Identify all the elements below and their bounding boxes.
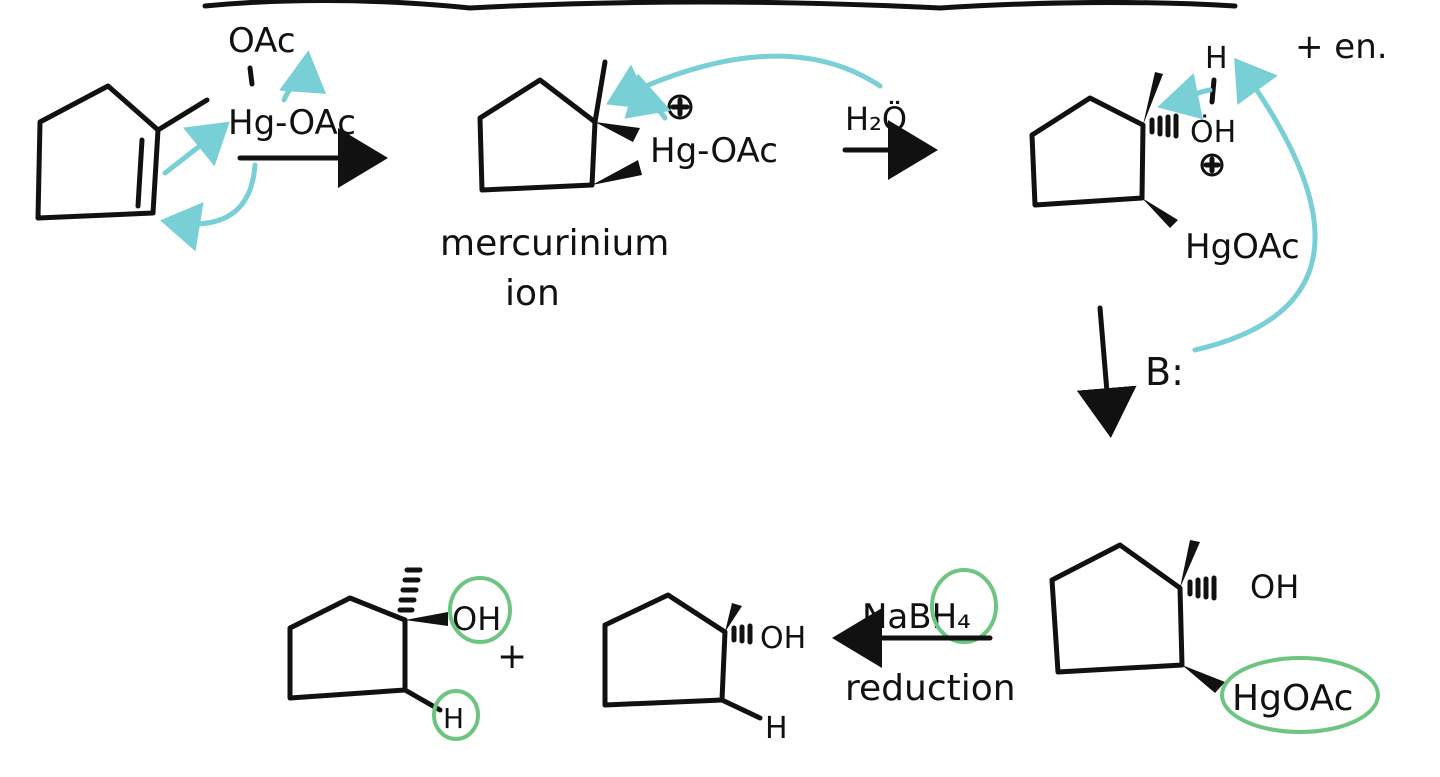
cropped-title-strokes <box>202 0 1238 11</box>
methylcyclopentene-structure <box>35 83 210 221</box>
water-reagent-label: H₂Ö <box>845 100 907 138</box>
enantiomer-structure: OH H <box>287 567 512 741</box>
h-label: H <box>765 711 788 746</box>
hg-oac-label: Hg-OAc <box>228 103 356 143</box>
hg-oac-label: Hg-OAc <box>650 131 778 171</box>
wedge-bond <box>595 122 640 142</box>
base-label: B: <box>1145 350 1184 394</box>
water-attack-arrow <box>606 53 883 110</box>
reaction-arrow-3 <box>1076 305 1137 438</box>
plus-sign: + <box>497 636 527 677</box>
highlight-circle <box>448 576 512 644</box>
mercurinium-label: mercurinium <box>440 223 669 264</box>
oh-bond-arrow <box>1157 73 1213 120</box>
hgoac-label: HgOAc <box>1185 227 1300 267</box>
oac-label: OAc <box>228 21 296 61</box>
ion-label: ion <box>505 273 560 314</box>
enantiomer-label: + en. <box>1295 27 1388 67</box>
mercurinium-structure: Hg-OAc <box>477 59 778 193</box>
oh-label: ÖH <box>1190 114 1236 150</box>
hg-oac-reagent: OAc Hg-OAc <box>228 21 356 143</box>
oh-label: OH <box>1250 568 1299 606</box>
organomercury-alcohol-structure: OH HgOAc <box>1049 540 1380 734</box>
hgoac-label: HgOAc <box>1232 678 1353 719</box>
electron-arrows-step1 <box>160 50 327 252</box>
highlight-circle <box>432 689 480 741</box>
wedge-bond <box>592 160 642 185</box>
oxonium-intermediate-structure: H ÖH HgOAc <box>1029 41 1300 267</box>
reduction-label: reduction <box>845 668 1016 709</box>
methylcyclopentanol-structure: OH H <box>602 592 806 746</box>
h-label: H <box>443 702 464 735</box>
oh-label: OH <box>760 621 806 656</box>
highlight-circle <box>930 568 998 644</box>
h-label: H <box>1205 41 1228 76</box>
nabh4-label: NaBH₄ <box>862 597 971 637</box>
deprotonation-arrow <box>1192 57 1318 353</box>
bond-shift-arrow <box>624 73 672 121</box>
highlight-circle <box>1220 656 1380 734</box>
